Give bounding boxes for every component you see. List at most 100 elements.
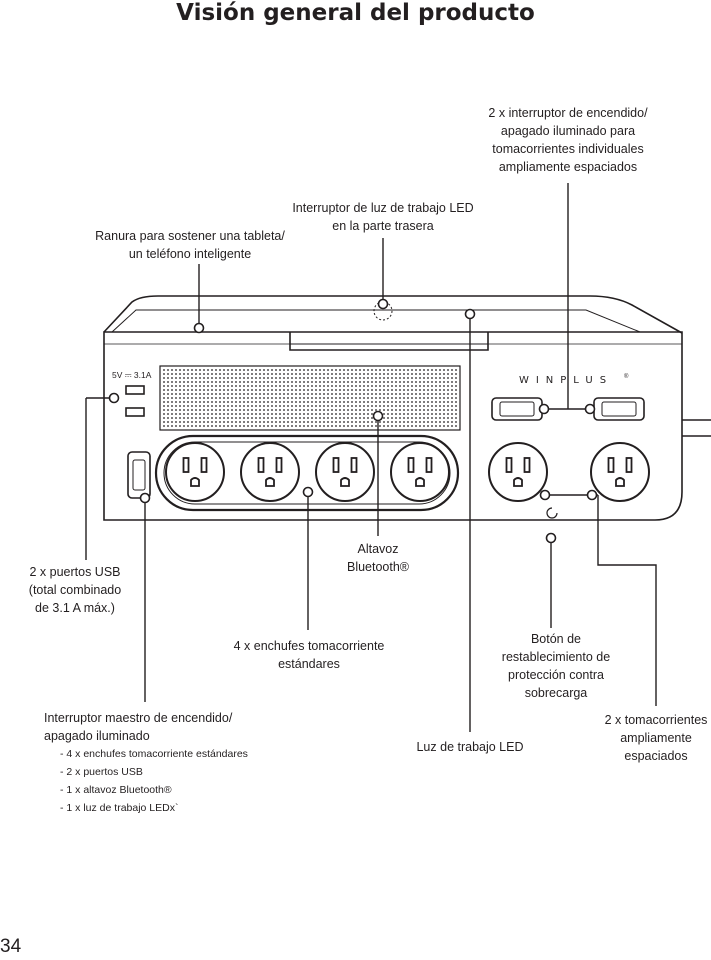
grille-dot: [387, 385, 389, 387]
grille-dot: [323, 405, 325, 407]
grille-dot: [367, 409, 369, 411]
grille-dot: [239, 389, 241, 391]
grille-dot: [367, 421, 369, 423]
grille-dot: [435, 397, 437, 399]
grille-dot: [175, 413, 177, 415]
grille-dot: [231, 417, 233, 419]
grille-dot: [383, 417, 385, 419]
grille-dot: [435, 389, 437, 391]
outlet-2: [240, 442, 300, 502]
grille-dot: [339, 377, 341, 379]
grille-dot: [295, 397, 297, 399]
grille-dot: [319, 401, 321, 403]
grille-dot: [211, 409, 213, 411]
outlet-ground: [513, 477, 523, 487]
grille-dot: [227, 377, 229, 379]
grille-dot: [355, 369, 357, 371]
grille-dot: [267, 369, 269, 371]
grille-dot: [275, 413, 277, 415]
grille-dot: [215, 409, 217, 411]
grille-dot: [315, 413, 317, 415]
grille-dot: [439, 409, 441, 411]
grille-dot: [399, 425, 401, 427]
grille-dot: [331, 421, 333, 423]
grille-dot: [295, 421, 297, 423]
grille-dot: [375, 389, 377, 391]
grille-dot: [359, 409, 361, 411]
grille-dot: [311, 393, 313, 395]
grille-dot: [167, 401, 169, 403]
grille-dot: [191, 385, 193, 387]
usb-rating: 5V ⎓ 3.1A: [112, 370, 152, 380]
grille-dot: [359, 425, 361, 427]
grille-dot: [331, 377, 333, 379]
grille-dot: [199, 417, 201, 419]
grille-dot: [351, 381, 353, 383]
grille-dot: [175, 381, 177, 383]
grille-dot: [239, 377, 241, 379]
grille-dot: [283, 377, 285, 379]
grille-dot: [287, 405, 289, 407]
grille-dot: [191, 421, 193, 423]
grille-dot: [315, 385, 317, 387]
grille-dot: [443, 377, 445, 379]
grille-dot: [223, 421, 225, 423]
grille-dot: [367, 389, 369, 391]
grille-dot: [307, 389, 309, 391]
grille-dot: [251, 377, 253, 379]
grille-dot: [447, 369, 449, 371]
grille-dot: [407, 417, 409, 419]
grille-dot: [431, 381, 433, 383]
grille-dot: [411, 393, 413, 395]
grille-dot: [347, 421, 349, 423]
grille-dot: [415, 373, 417, 375]
grille-dot: [355, 401, 357, 403]
grille-dot: [215, 385, 217, 387]
grille-dot: [355, 413, 357, 415]
grille-dot: [307, 417, 309, 419]
grille-dot: [307, 393, 309, 395]
grille-dot: [167, 421, 169, 423]
grille-dot: [359, 417, 361, 419]
grille-dot: [439, 381, 441, 383]
grille-dot: [383, 401, 385, 403]
grille-dot: [371, 405, 373, 407]
grille-dot: [367, 381, 369, 383]
grille-dot: [387, 381, 389, 383]
grille-dot: [255, 373, 257, 375]
grille-dot: [435, 401, 437, 403]
grille-dot: [391, 373, 393, 375]
grille-dot: [167, 377, 169, 379]
grille-dot: [439, 417, 441, 419]
grille-dot: [219, 421, 221, 423]
grille-dot: [371, 381, 373, 383]
grille-dot: [167, 413, 169, 415]
outlet-ground: [415, 477, 425, 487]
grille-dot: [267, 385, 269, 387]
grille-dot: [291, 409, 293, 411]
grille-dot: [247, 377, 249, 379]
grille-dot: [391, 393, 393, 395]
grille-dot: [311, 413, 313, 415]
grille-dot: [187, 389, 189, 391]
grille-dot: [387, 377, 389, 379]
grille-dot: [431, 397, 433, 399]
grille-dot: [299, 405, 301, 407]
grille-dot: [163, 421, 165, 423]
grille-dot: [339, 389, 341, 391]
grille-dot: [187, 405, 189, 407]
grille-dot: [215, 425, 217, 427]
grille-dot: [331, 425, 333, 427]
grille-dot: [255, 401, 257, 403]
grille-dot: [443, 409, 445, 411]
grille-dot: [427, 413, 429, 415]
grille-dot: [243, 385, 245, 387]
grille-dot: [175, 405, 177, 407]
device-lid: [103, 295, 683, 334]
grille-dot: [311, 401, 313, 403]
grille-dot: [227, 413, 229, 415]
grille-dot: [419, 401, 421, 403]
grille-dot: [259, 377, 261, 379]
grille-dot: [415, 421, 417, 423]
grille-dot: [215, 389, 217, 391]
